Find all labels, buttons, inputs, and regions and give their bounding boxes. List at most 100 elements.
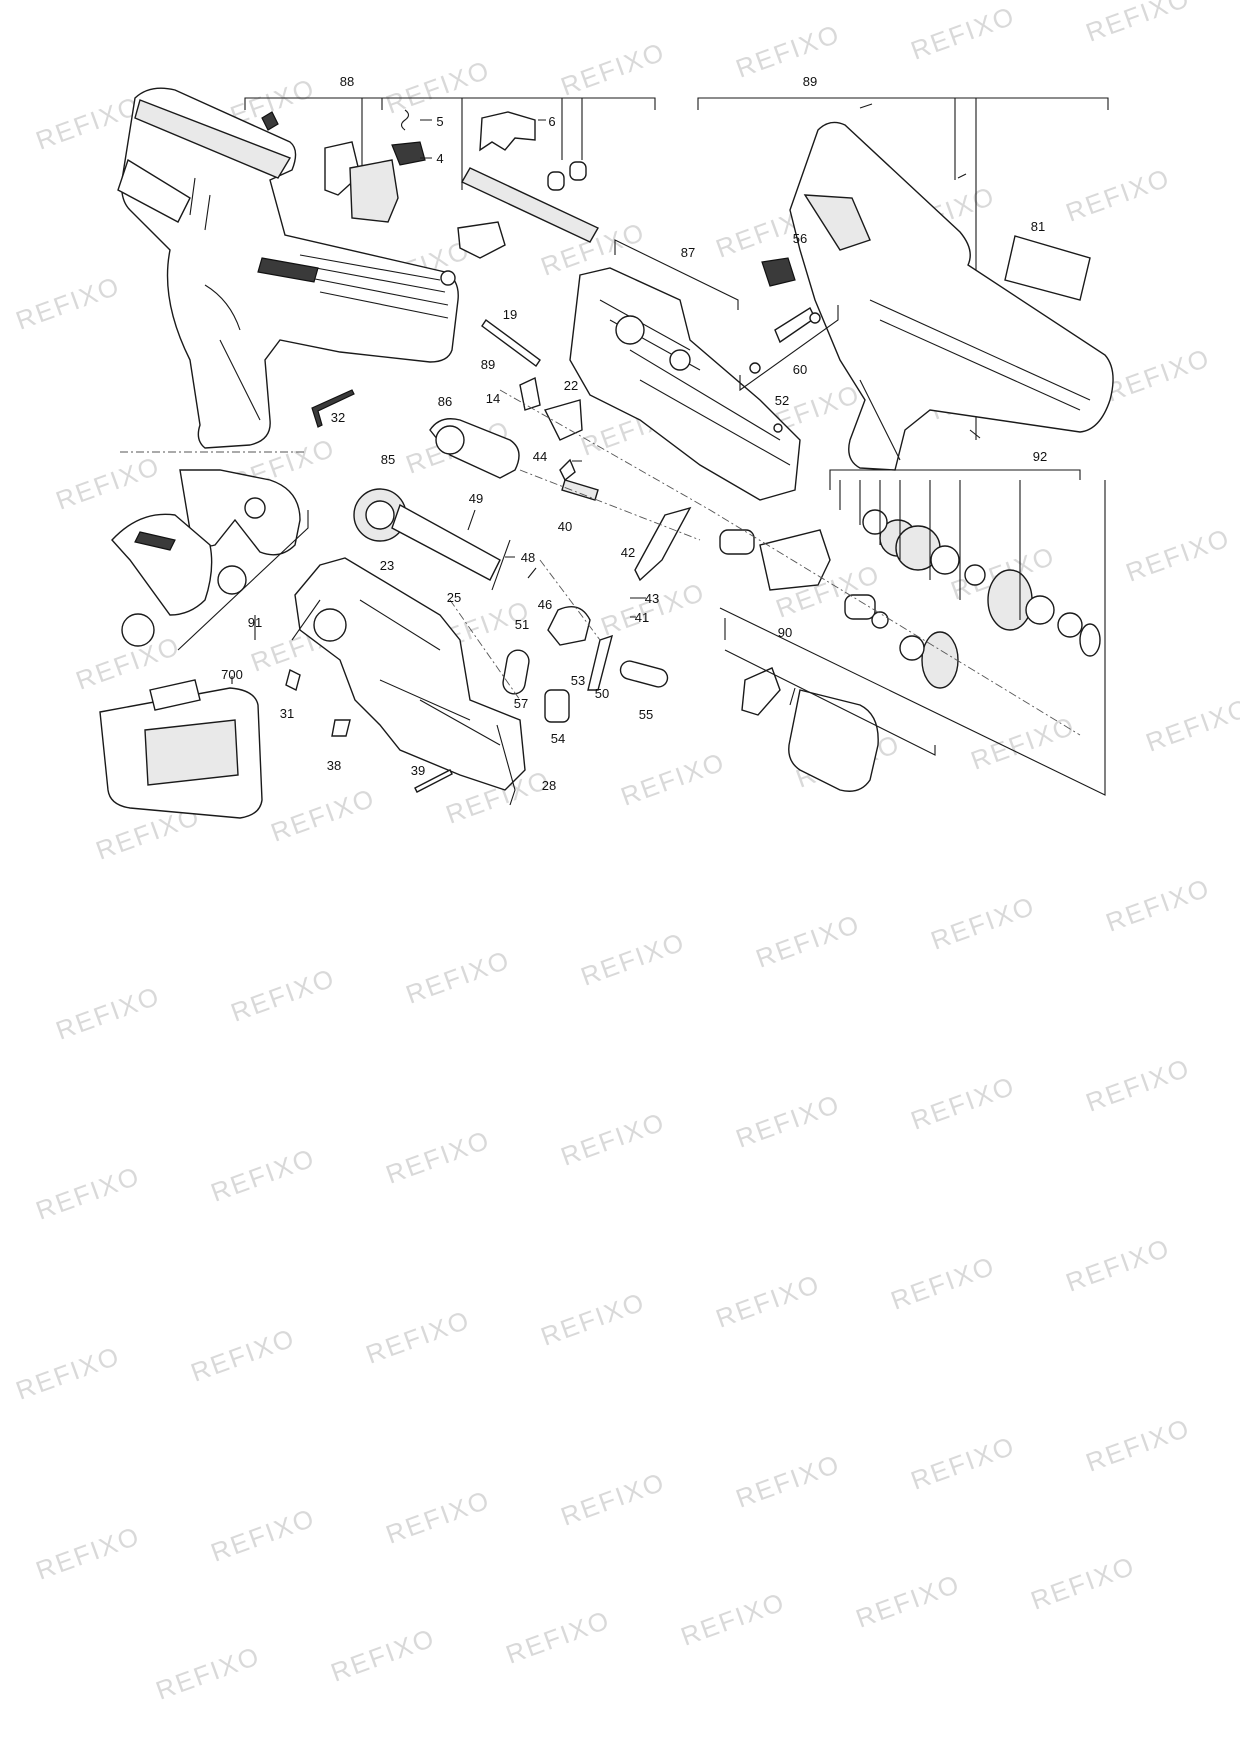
part-label-42: 42 — [621, 545, 635, 560]
part-label-38: 38 — [327, 758, 341, 773]
watermark-text: REFIXO — [677, 1586, 789, 1651]
housing-left — [117, 87, 459, 449]
part-label-31: 31 — [280, 706, 294, 721]
part-label-85: 85 — [381, 452, 395, 467]
watermark-text: REFIXO — [617, 746, 729, 811]
part-label-43: 43 — [645, 591, 659, 606]
watermark-text: REFIXO — [1102, 872, 1214, 937]
part-label-5: 5 — [436, 114, 443, 129]
watermark-text: REFIXO — [327, 1622, 439, 1687]
watermark-text: REFIXO — [907, 1070, 1019, 1135]
line-art — [99, 87, 1114, 819]
watermark-text: REFIXO — [402, 944, 514, 1009]
watermark-text: REFIXO — [1082, 1412, 1194, 1477]
watermark-text: REFIXO — [712, 1268, 824, 1333]
part-label-89: 89 — [803, 74, 817, 89]
leader-lines — [420, 119, 646, 618]
part-label-25: 25 — [447, 590, 461, 605]
watermark-text: REFIXO — [732, 1448, 844, 1513]
watermark-text: REFIXO — [752, 908, 864, 973]
part-label-86: 86 — [438, 394, 452, 409]
watermark-text: REFIXO — [557, 1466, 669, 1531]
motor — [719, 480, 1106, 796]
tool-case — [99, 676, 263, 819]
watermark-text: REFIXO — [557, 36, 669, 101]
watermark-text: REFIXO — [1102, 342, 1214, 407]
watermark-text: REFIXO — [927, 890, 1039, 955]
watermark-text: REFIXO — [537, 1286, 649, 1351]
watermark-text: REFIXO — [227, 962, 339, 1027]
watermark-text: REFIXO — [577, 926, 689, 991]
part-label-54: 54 — [551, 731, 565, 746]
watermark-text: REFIXO — [362, 1304, 474, 1369]
part-label-55: 55 — [639, 707, 653, 722]
watermark-text: REFIXO — [502, 1604, 614, 1669]
watermark-text: REFIXO — [887, 1250, 999, 1315]
watermark-text: REFIXO — [382, 1124, 494, 1189]
part-label-87: 87 — [681, 245, 695, 260]
watermark-text: REFIXO — [382, 54, 494, 119]
assembly-axis-3 — [539, 559, 601, 641]
front-housing — [285, 557, 526, 806]
gearbox-housing — [569, 239, 801, 501]
part-label-90: 90 — [778, 625, 792, 640]
cover-plates — [111, 451, 321, 651]
part-label-44: 44 — [533, 449, 547, 464]
part-label-52: 52 — [775, 393, 789, 408]
part-label-22: 22 — [564, 378, 578, 393]
watermark-text: REFIXO — [52, 450, 164, 515]
watermark-text: REFIXO — [557, 1106, 669, 1171]
watermark-text: REFIXO — [1082, 0, 1194, 48]
assembly-axis-1 — [499, 389, 1081, 736]
watermark-text: REFIXO — [207, 1502, 319, 1567]
watermark-text: REFIXO — [1082, 1052, 1194, 1117]
watermark-text: REFIXO — [207, 1142, 319, 1207]
small-parts-right — [739, 257, 839, 433]
watermark-text: REFIXO — [1142, 692, 1240, 757]
part-label-46: 46 — [538, 597, 552, 612]
part-label-19: 19 — [503, 307, 517, 322]
watermark-text: REFIXO — [12, 270, 124, 335]
bracket-88 — [244, 97, 656, 190]
watermark-text: REFIXO — [382, 1484, 494, 1549]
part-label-88: 88 — [340, 74, 354, 89]
part-label-14: 14 — [486, 391, 500, 406]
hex-key — [311, 389, 355, 428]
watermark-text: REFIXO — [1062, 1232, 1174, 1297]
part-label-50: 50 — [595, 686, 609, 701]
watermark-text: REFIXO — [267, 782, 379, 847]
watermark-text: REFIXO — [907, 1430, 1019, 1495]
part-label-41: 41 — [635, 610, 649, 625]
assembly-axis-2 — [519, 469, 701, 541]
watermark-text: REFIXO — [152, 1640, 264, 1705]
part-label-39: 39 — [411, 763, 425, 778]
part-label-6: 6 — [548, 114, 555, 129]
watermark-text: REFIXO — [597, 576, 709, 641]
housing-right — [789, 103, 1114, 471]
watermark-text: REFIXO — [852, 1568, 964, 1633]
watermark-text: REFIXO — [967, 710, 1079, 775]
part-label-28: 28 — [542, 778, 556, 793]
part-label-81: 81 — [1031, 219, 1045, 234]
gear-train — [719, 469, 1101, 689]
part-label-49: 49 — [469, 491, 483, 506]
watermark-text: REFIXO — [732, 1088, 844, 1153]
watermark-text: REFIXO — [32, 1520, 144, 1585]
watermark-text: REFIXO — [1062, 162, 1174, 227]
watermark-text: REFIXO — [732, 18, 844, 83]
watermark-text: REFIXO — [1027, 1550, 1139, 1615]
part-label-60: 60 — [793, 362, 807, 377]
assembly-axis-4 — [449, 599, 521, 701]
part-label-40: 40 — [558, 519, 572, 534]
watermark-text: REFIXO — [32, 1160, 144, 1225]
part-label-57: 57 — [514, 696, 528, 711]
mechanism-centre — [353, 318, 692, 723]
watermark-text: REFIXO — [12, 1340, 124, 1405]
part-label-53: 53 — [571, 673, 585, 688]
part-label-51: 51 — [515, 617, 529, 632]
watermark-text: REFIXO — [187, 1322, 299, 1387]
part-label-89: 89 — [481, 357, 495, 372]
part-label-91: 91 — [248, 615, 262, 630]
